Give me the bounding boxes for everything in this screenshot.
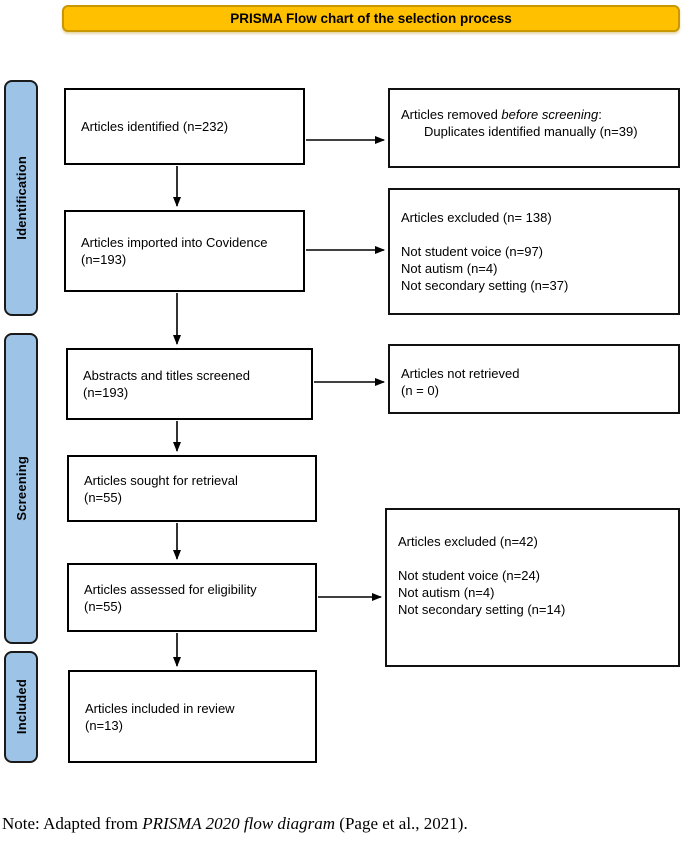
- title-banner: PRISMA Flow chart of the selection proce…: [62, 5, 680, 32]
- box-excluded-screening: Articles excluded (n= 138) Not student v…: [388, 188, 680, 315]
- box-removed-before-screening: Articles removed before screening: Dupli…: [388, 88, 680, 168]
- excluded-eligibility-item: Not autism (n=4): [398, 585, 495, 600]
- removed-line1-suffix: :: [598, 107, 602, 122]
- stage-label-screening: Screening: [4, 333, 38, 644]
- excluded-screening-item: Not secondary setting (n=37): [401, 278, 569, 293]
- source-note-citation-title: PRISMA 2020 flow diagram: [142, 814, 336, 833]
- excluded-eligibility-item: Not secondary setting (n=14): [398, 602, 566, 617]
- removed-line1-italic: before screening: [501, 107, 599, 122]
- source-note-prefix: Note: Adapted from: [2, 814, 143, 833]
- box-articles-identified: Articles identified (n=232): [64, 88, 305, 165]
- blank-line: [398, 550, 672, 567]
- box-included-review-line1: Articles included in review: [85, 700, 235, 716]
- box-removed-before-screening-line1: Articles removed before screening:: [401, 106, 672, 123]
- stage-label-screening-text: Screening: [13, 456, 29, 521]
- box-abstracts-screened-line1: Abstracts and titles screened: [83, 368, 250, 383]
- excluded-screening-item: Not autism (n=4): [401, 261, 498, 276]
- box-abstracts-screened: Abstracts and titles screened (n=193): [66, 348, 313, 420]
- box-articles-imported-line2: (n=193): [81, 252, 127, 267]
- box-not-retrieved-line1: Articles not retrieved: [401, 366, 520, 381]
- box-included-review: Articles included in review (n=13): [68, 670, 317, 763]
- excluded-eligibility-item: Not student voice (n=24): [398, 568, 540, 583]
- box-excluded-eligibility: Articles excluded (n=42) Not student voi…: [385, 508, 680, 667]
- box-assessed-eligibility: Articles assessed for eligibility (n=55): [67, 563, 317, 632]
- box-sought-retrieval-line1: Articles sought for retrieval: [84, 472, 238, 488]
- box-articles-imported-line1: Articles imported into Covidence: [81, 235, 268, 250]
- box-excluded-screening-header: Articles excluded (n= 138): [401, 210, 552, 225]
- excluded-screening-item: Not student voice (n=97): [401, 244, 543, 259]
- removed-line1-prefix: Articles removed: [401, 107, 502, 122]
- source-note: Note: Adapted from PRISMA 2020 flow diag…: [2, 814, 468, 834]
- stage-label-included: Included: [4, 651, 38, 763]
- box-sought-retrieval: Articles sought for retrieval (n=55): [67, 455, 317, 522]
- title-banner-label: PRISMA Flow chart of the selection proce…: [230, 11, 512, 26]
- stage-label-identification-text: Identification: [13, 156, 29, 240]
- box-removed-before-screening-line2: Duplicates identified manually (n=39): [424, 124, 638, 139]
- stage-label-identification: Identification: [4, 80, 38, 316]
- box-articles-imported: Articles imported into Covidence (n=193): [64, 210, 305, 292]
- box-articles-identified-text: Articles identified (n=232): [81, 119, 229, 134]
- box-excluded-eligibility-header: Articles excluded (n=42): [398, 534, 538, 549]
- source-note-suffix: (Page et al., 2021).: [335, 814, 468, 833]
- box-sought-retrieval-line2: (n=55): [84, 489, 122, 505]
- box-included-review-line2: (n=13): [85, 717, 123, 733]
- box-assessed-eligibility-line1: Articles assessed for eligibility: [84, 581, 257, 597]
- box-not-retrieved: Articles not retrieved (n = 0): [388, 344, 680, 414]
- stage-label-included-text: Included: [13, 679, 29, 735]
- blank-line: [401, 226, 672, 243]
- box-abstracts-screened-line2: (n=193): [83, 385, 129, 400]
- box-assessed-eligibility-line2: (n=55): [84, 598, 122, 614]
- box-not-retrieved-line2: (n = 0): [401, 383, 439, 398]
